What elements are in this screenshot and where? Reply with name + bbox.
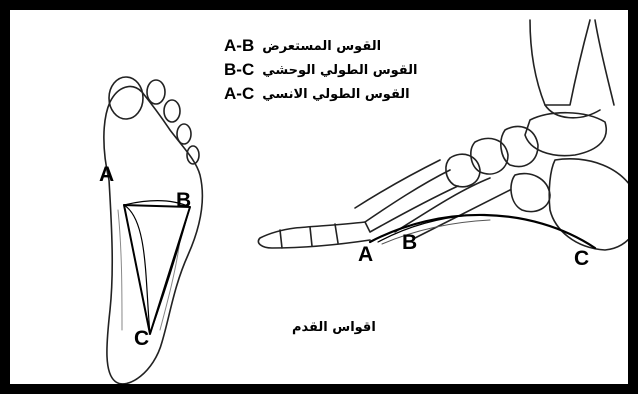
calcaneus-bone <box>549 159 638 250</box>
side-point-a-label: A <box>358 244 373 265</box>
legend-row-ac: A-C القوس الطولي الانسي <box>224 84 410 104</box>
sole-point-b-label: B <box>176 190 191 211</box>
figure-caption: اقواس القدم <box>292 320 376 335</box>
sole-outline <box>104 87 202 384</box>
legend-code: A-B <box>224 36 254 56</box>
side-point-b-label: B <box>402 232 417 253</box>
toe-4 <box>177 124 191 144</box>
sole-point-c-label: C <box>134 328 149 349</box>
legend-code: A-C <box>224 84 254 104</box>
legend-text: القوس الطولي الوحشي <box>262 63 417 78</box>
legend-code: B-C <box>224 60 254 80</box>
side-point-c-label: C <box>574 248 589 269</box>
toe-3 <box>164 100 180 122</box>
legend-row-bc: B-C القوس الطولي الوحشي <box>224 60 417 80</box>
legend-text: القوس المستعرض <box>262 39 381 54</box>
sole-view-drawing <box>104 77 202 384</box>
legend-row-ab: A-B القوس المستعرض <box>224 36 381 56</box>
toe-2 <box>147 80 165 104</box>
phalanges <box>258 222 370 248</box>
big-toe <box>109 77 143 119</box>
tibia-bone <box>530 20 590 105</box>
legend-text: القوس الطولي الانسي <box>262 87 409 102</box>
sole-point-a-label: A <box>99 164 114 185</box>
